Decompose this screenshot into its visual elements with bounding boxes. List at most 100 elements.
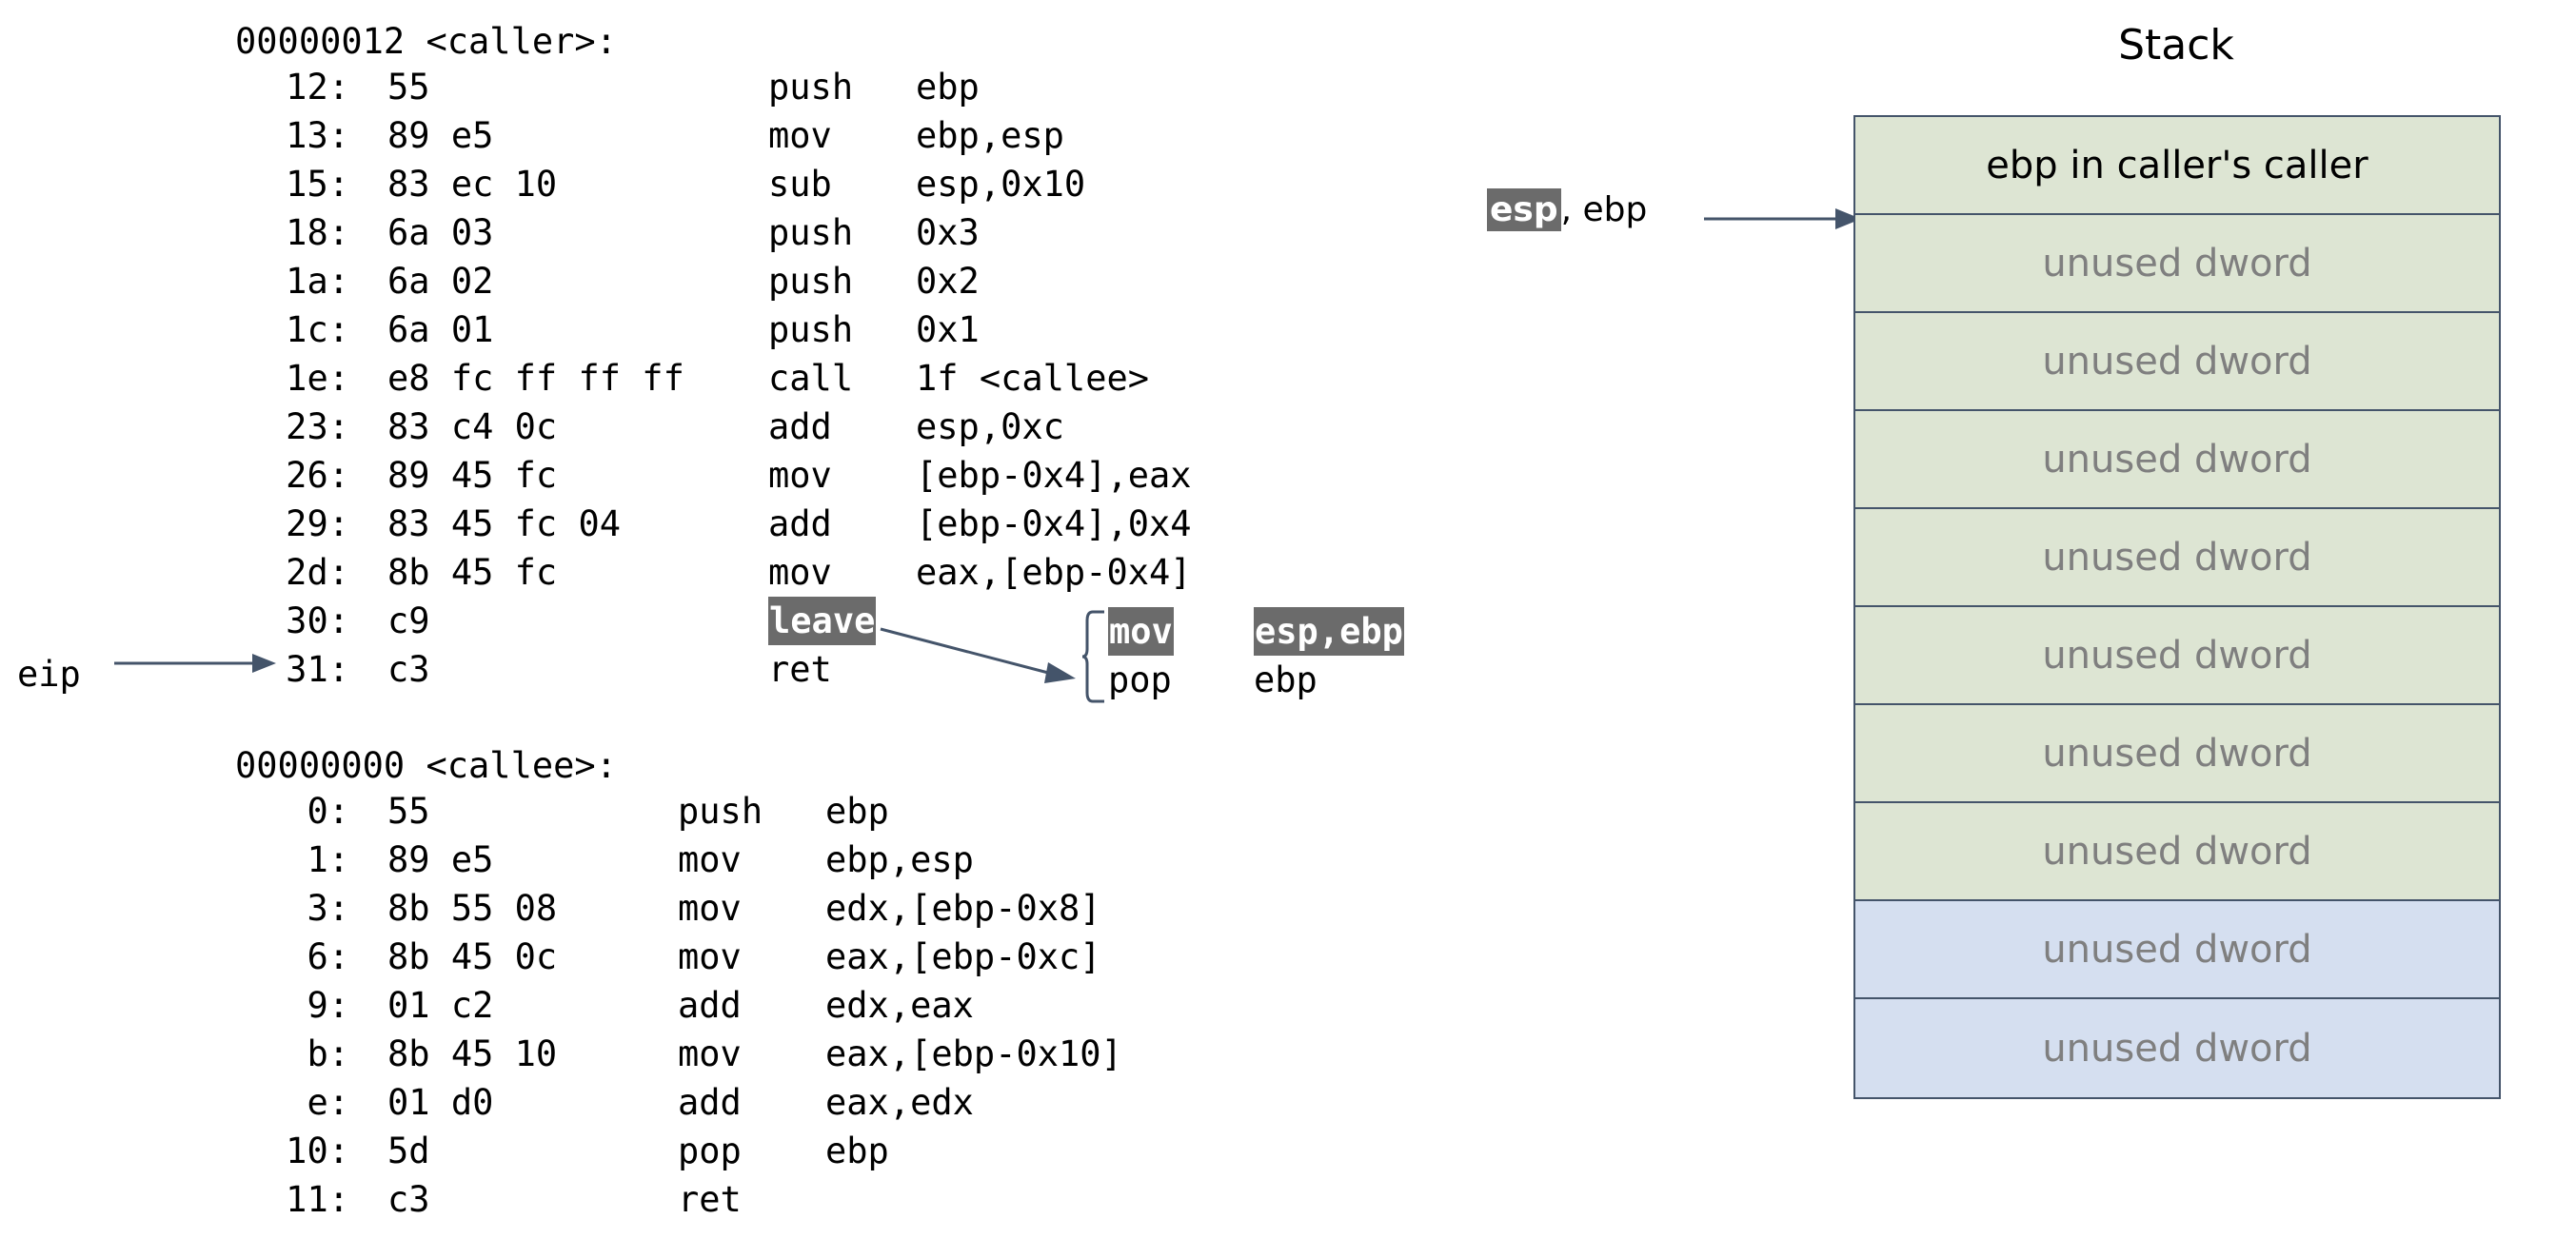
instruction-operands: 1f <callee>	[916, 358, 1150, 399]
instruction-bytes: 89 45 fc	[387, 455, 558, 496]
instruction-operands: esp,0x10	[916, 164, 1086, 205]
expansion-mnemonic: mov	[1108, 607, 1174, 656]
instruction-mnemonic: mov	[768, 455, 832, 496]
instruction-address: 3:	[307, 888, 349, 929]
instruction-mnemonic: mov	[678, 839, 742, 880]
instruction-address: 6:	[307, 936, 349, 977]
instruction-bytes: 5d	[387, 1131, 430, 1171]
instruction-bytes: c3	[387, 1179, 430, 1220]
instruction-mnemonic: push	[678, 791, 763, 832]
leave-expansion-arrow	[880, 627, 1076, 683]
instruction-operands: ebp	[825, 1131, 889, 1171]
stack-cell: unused dword	[1855, 313, 2499, 411]
instruction-bytes: e8 fc ff ff ff	[387, 358, 684, 399]
eip-arrow	[114, 654, 276, 673]
instruction-mnemonic: pop	[678, 1131, 742, 1171]
stack-cell: unused dword	[1855, 215, 2499, 313]
instruction-bytes: 01 c2	[387, 985, 494, 1026]
expansion-operands: esp,ebp	[1254, 607, 1404, 656]
stack-cell-label: unused dword	[2042, 731, 2312, 776]
instruction-bytes: 89 e5	[387, 115, 494, 156]
caller-block-header: 00000012 <caller>:	[235, 21, 617, 62]
instruction-mnemonic: mov	[678, 888, 742, 929]
instruction-mnemonic: ret	[678, 1179, 742, 1220]
instruction-address: 11:	[286, 1179, 349, 1220]
instruction-bytes: 55	[387, 67, 430, 108]
instruction-mnemonic: call	[768, 358, 854, 399]
stack-cell-label: unused dword	[2042, 339, 2312, 384]
esp-ebp-arrow	[1704, 208, 1861, 229]
instruction-operands: [ebp-0x4],0x4	[916, 503, 1192, 544]
instruction-operands: eax,[ebp-0xc]	[825, 936, 1101, 977]
instruction-mnemonic: push	[768, 309, 854, 350]
instruction-bytes: 6a 01	[387, 309, 494, 350]
instruction-mnemonic: add	[768, 406, 832, 447]
instruction-operands: 0x3	[916, 212, 980, 253]
instruction-mnemonic: mov	[678, 1033, 742, 1074]
instruction-mnemonic: push	[768, 212, 854, 253]
callee-block-header: 00000000 <callee>:	[235, 745, 617, 786]
stack-cell-label: ebp in caller's caller	[1986, 143, 2368, 187]
stack-cell: ebp in caller's caller	[1855, 117, 2499, 215]
instruction-bytes: 6a 02	[387, 261, 494, 302]
leave-expansion-bracket	[1081, 610, 1104, 703]
stack-cell: unused dword	[1855, 803, 2499, 901]
instruction-operands: 0x2	[916, 261, 980, 302]
expansion-operands: ebp	[1254, 659, 1318, 700]
stack-cell-label: unused dword	[2042, 437, 2312, 482]
instruction-mnemonic: push	[768, 261, 854, 302]
stack-cell-label: unused dword	[2042, 829, 2312, 874]
instruction-address: 1e:	[286, 358, 349, 399]
instruction-address: 2d:	[286, 552, 349, 593]
stack-cell-label: unused dword	[2042, 633, 2312, 678]
instruction-operands: [ebp-0x4],eax	[916, 455, 1192, 496]
stack-cell: unused dword	[1855, 705, 2499, 803]
instruction-bytes: 8b 45 10	[387, 1033, 558, 1074]
expansion-mnemonic: pop	[1108, 659, 1172, 700]
instruction-bytes: 83 c4 0c	[387, 406, 558, 447]
instruction-bytes: 8b 45 0c	[387, 936, 558, 977]
instruction-bytes: c9	[387, 600, 430, 641]
instruction-operands: ebp,esp	[825, 839, 974, 880]
instruction-operands: 0x1	[916, 309, 980, 350]
instruction-bytes: 8b 55 08	[387, 888, 558, 929]
instruction-mnemonic: sub	[768, 164, 832, 205]
instruction-address: e:	[307, 1082, 349, 1123]
instruction-operands: ebp,esp	[916, 115, 1064, 156]
stack-cell-label: unused dword	[2042, 1026, 2312, 1071]
instruction-address: 29:	[286, 503, 349, 544]
instruction-operands: eax,[ebp-0x4]	[916, 552, 1192, 593]
instruction-operands: esp,0xc	[916, 406, 1064, 447]
stack-cell-label: unused dword	[2042, 927, 2312, 972]
instruction-bytes: 01 d0	[387, 1082, 494, 1123]
instruction-mnemonic: push	[768, 67, 854, 108]
instruction-mnemonic: add	[678, 1082, 742, 1123]
instruction-bytes: 8b 45 fc	[387, 552, 558, 593]
instruction-mnemonic: add	[678, 985, 742, 1026]
instruction-address: 12:	[286, 67, 349, 108]
instruction-address: 10:	[286, 1131, 349, 1171]
instruction-mnemonic: mov	[768, 115, 832, 156]
instruction-mnemonic: add	[768, 503, 832, 544]
instruction-address: 15:	[286, 164, 349, 205]
stack-title: Stack	[2118, 21, 2234, 69]
instruction-address: 1a:	[286, 261, 349, 302]
stack-cell: unused dword	[1855, 901, 2499, 999]
instruction-bytes: 89 e5	[387, 839, 494, 880]
instruction-operands: edx,eax	[825, 985, 974, 1026]
instruction-address: 0:	[307, 791, 349, 832]
instruction-address: 23:	[286, 406, 349, 447]
instruction-operands: eax,[ebp-0x10]	[825, 1033, 1122, 1074]
stack-diagram: ebp in caller's caller unused dword unused…	[1853, 115, 2501, 1099]
instruction-bytes: 83 45 fc 04	[387, 503, 622, 544]
esp-ebp-pointer-label: esp, ebp	[1487, 188, 1647, 231]
stack-cell: unused dword	[1855, 999, 2499, 1097]
instruction-address: 18:	[286, 212, 349, 253]
instruction-address: 26:	[286, 455, 349, 496]
instruction-operands: ebp	[825, 791, 889, 832]
instruction-bytes: c3	[387, 649, 430, 690]
stack-cell: unused dword	[1855, 509, 2499, 607]
instruction-mnemonic: mov	[768, 552, 832, 593]
instruction-mnemonic: ret	[768, 649, 832, 690]
